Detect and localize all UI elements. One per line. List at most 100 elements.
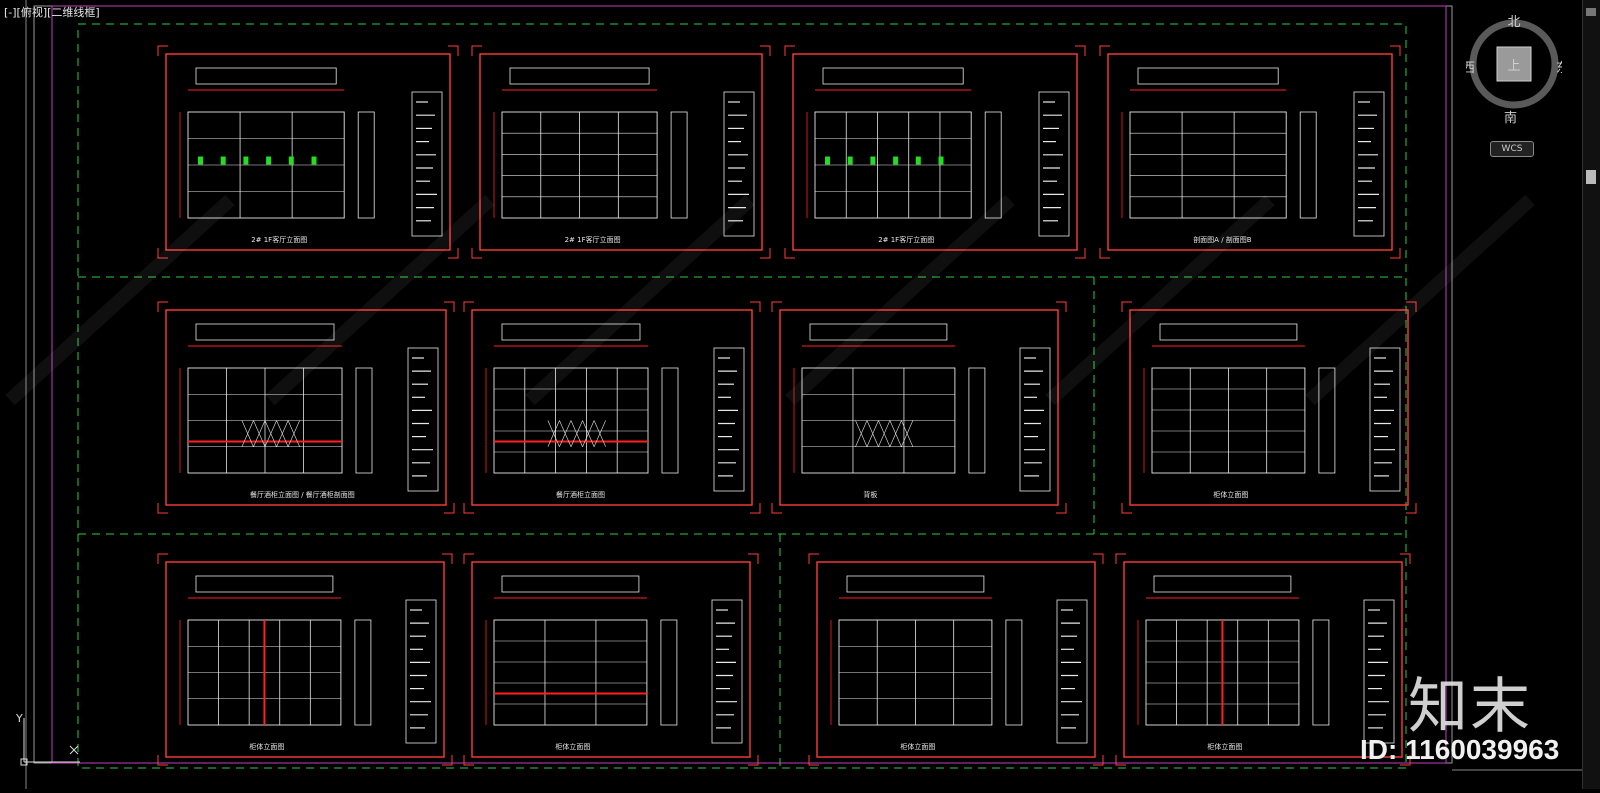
lattice-line: [570, 420, 583, 447]
crown-detail: [509, 67, 650, 85]
cabinet-elevation: [493, 367, 649, 474]
compass-south[interactable]: 南: [1504, 111, 1518, 126]
side-section: [670, 111, 688, 219]
sheet-title-block: [713, 347, 745, 492]
crown-detail: [822, 67, 964, 85]
sheet-crop-mark: [760, 45, 771, 56]
side-section: [355, 367, 373, 474]
sheet-crop-mark: [1406, 301, 1417, 312]
view-cube-top-face[interactable]: [1496, 46, 1532, 82]
sheet-crop-mark: [748, 553, 759, 564]
side-section: [984, 111, 1002, 219]
sheet-title-block: [407, 347, 439, 492]
sheet-crop-mark: [463, 755, 474, 766]
sheet-caption-9: 柜体立面图: [249, 742, 284, 751]
compass-east-label[interactable]: 东: [1556, 61, 1569, 76]
viewport-controls-label[interactable]: [-][俯视][二维线框]: [4, 6, 100, 19]
watermark-band: [1305, 194, 1535, 406]
sheet-crop-mark: [1093, 755, 1104, 766]
sheet-border-1: [165, 53, 451, 251]
lattice-line: [241, 420, 254, 447]
sheet-crop-mark: [442, 755, 453, 766]
glass-door-highlight: [220, 156, 226, 165]
watermark-band: [1045, 194, 1275, 406]
sheet-caption-5: 餐厅酒柜立面图 / 餐厅酒柜剖面图: [250, 490, 355, 499]
sheet-caption-11: 柜体立面图: [900, 742, 935, 751]
sheet-caption-6: 餐厅酒柜立面图: [556, 490, 605, 499]
glass-door-highlight: [870, 156, 876, 165]
lattice-line: [276, 420, 289, 447]
sheet-crop-mark: [771, 503, 782, 514]
sheet-crop-mark: [463, 503, 474, 514]
sheet-crop-mark: [1075, 248, 1086, 259]
sheet-crop-mark: [1406, 503, 1417, 514]
model-frame: [33, 5, 1453, 764]
sheet-title-block: [711, 599, 743, 744]
wcs-menu-button[interactable]: WCS: [1490, 141, 1534, 157]
sheet-crop-mark: [444, 301, 455, 312]
glass-door-highlight: [893, 156, 899, 165]
watermark-band: [265, 194, 495, 406]
sheet-crop-mark: [471, 45, 482, 56]
sheet-crop-mark: [784, 45, 795, 56]
cabinet-elevation: [493, 619, 648, 726]
side-section: [357, 111, 375, 219]
scrollbar-thumb[interactable]: [1586, 170, 1596, 184]
side-section: [354, 619, 372, 726]
layout-grid-outline: [77, 23, 1407, 769]
sheet-crop-mark: [442, 553, 453, 564]
sheet-title-block: [1363, 599, 1395, 744]
sheet-caption-1: 2# 1F客厅立面图: [251, 235, 307, 244]
watermark-band: [785, 194, 1015, 406]
plot-frame-magenta: [51, 5, 1447, 764]
crown-detail: [195, 67, 337, 85]
sheet-crop-mark: [157, 755, 168, 766]
sheet-crop-mark: [1121, 503, 1132, 514]
sheet-border-7: [779, 309, 1059, 506]
compass-west-label[interactable]: 西: [1462, 61, 1475, 76]
sheet-crop-mark: [808, 755, 819, 766]
sheet-crop-mark: [1115, 553, 1126, 564]
sheet-crop-mark: [1390, 248, 1401, 259]
sheet-crop-mark: [1400, 553, 1411, 564]
compass-north-label[interactable]: 北: [1507, 15, 1520, 30]
sheet-crop-mark: [448, 45, 459, 56]
view-cube[interactable]: 上 北 西 东: [1462, 14, 1569, 110]
scroll-up-arrow[interactable]: [1586, 8, 1596, 16]
crown-detail: [1137, 67, 1279, 85]
sheet-crop-mark: [444, 503, 455, 514]
ucs-y-label: Y: [15, 712, 23, 725]
sheet-border-2: [479, 53, 763, 251]
ucs-icon: Y: [15, 712, 80, 766]
sheet-crop-mark: [1056, 301, 1067, 312]
sheet-border-12: [1123, 561, 1403, 758]
sheet-crop-mark: [1115, 755, 1126, 766]
vertical-scrollbar[interactable]: [1582, 0, 1600, 789]
sheet-crop-mark: [771, 301, 782, 312]
glass-door-highlight: [825, 156, 830, 165]
crown-detail: [809, 323, 948, 341]
glass-door-highlight: [915, 156, 921, 165]
side-section: [1005, 619, 1023, 726]
sheet-caption-8: 柜体立面图: [1213, 490, 1248, 499]
lattice-line: [559, 420, 572, 447]
crown-detail: [1153, 575, 1292, 593]
glass-door-highlight: [847, 156, 853, 165]
sheet-title-block: [1019, 347, 1051, 492]
lattice-line: [582, 420, 595, 447]
cabinet-elevation: [1129, 111, 1287, 219]
sheet-crop-mark: [750, 503, 761, 514]
glass-door-highlight: [266, 156, 272, 165]
crown-detail: [501, 575, 640, 593]
side-section: [1318, 367, 1336, 474]
lattice-line: [264, 420, 277, 447]
sheet-caption-3: 2# 1F客厅立面图: [878, 235, 934, 244]
view-cube-top-label: 上: [1507, 59, 1520, 74]
sheet-border-10: [471, 561, 751, 758]
sheet-crop-mark: [784, 248, 795, 259]
lattice-line: [287, 420, 300, 447]
side-section: [1299, 111, 1317, 219]
lattice-line: [889, 420, 902, 447]
